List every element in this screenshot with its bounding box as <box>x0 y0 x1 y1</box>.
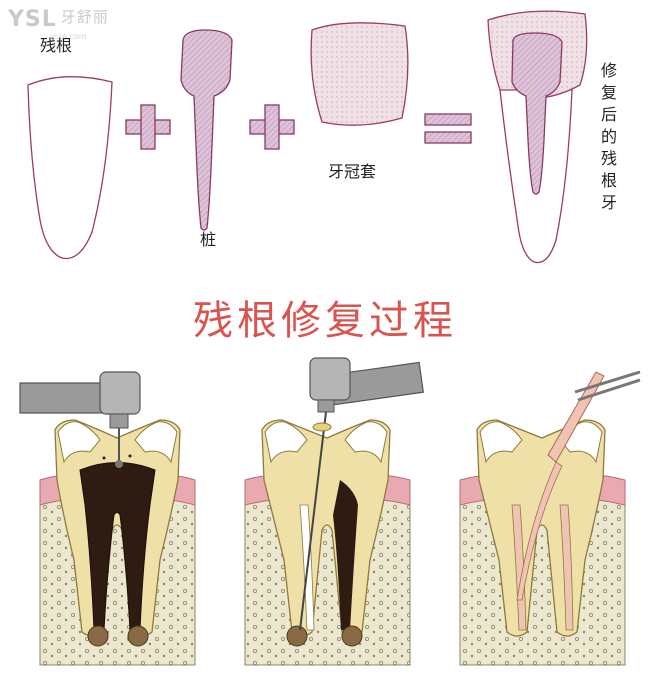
watermark-brand: 牙舒丽 <box>60 8 109 26</box>
label-crown: 牙冠套 <box>328 162 377 181</box>
page-title: 残根修复过程 <box>193 298 457 344</box>
label-restored-char-3: 后 <box>600 105 617 124</box>
label-restored-char-7: 牙 <box>600 193 617 212</box>
process-step-2 <box>244 357 424 666</box>
label-restored-char-2: 复 <box>600 83 617 102</box>
label-restored-char-1: 修 <box>600 61 617 80</box>
watermark-logo-text: YSL <box>8 7 57 32</box>
label-restored-char-5: 残 <box>600 149 617 168</box>
label-restored-tooth: 修 复 后 的 残 根 牙 <box>598 60 620 214</box>
equals-sign <box>424 113 472 144</box>
residual-root-shape <box>27 76 113 260</box>
plus-sign-1 <box>125 104 171 150</box>
label-restored-char-6: 根 <box>600 171 617 190</box>
process-step-3 <box>459 370 641 666</box>
label-post: 桩 <box>200 230 217 249</box>
label-restored-char-4: 的 <box>600 127 617 146</box>
process-step-1 <box>19 371 196 666</box>
plus-sign-2 <box>249 104 295 150</box>
watermark-url: yslw.com <box>50 32 87 41</box>
crown-shape <box>310 22 409 126</box>
label-residual-root: 残根 <box>40 36 73 55</box>
post-shape <box>180 29 233 231</box>
restored-tooth <box>487 10 588 264</box>
